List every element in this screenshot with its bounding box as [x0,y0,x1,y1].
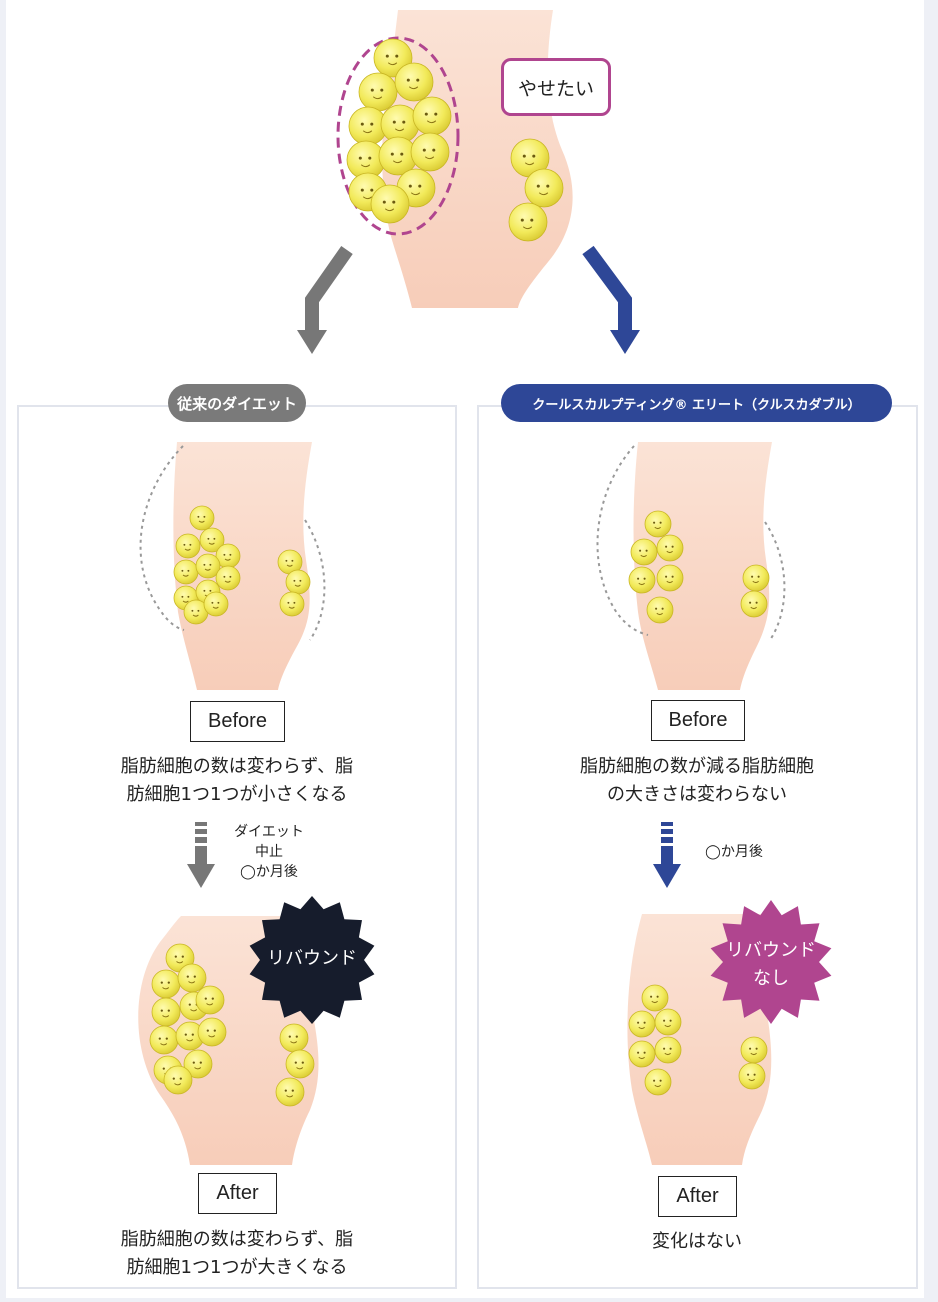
fat-cell [195,985,225,1015]
fat-cell [628,566,656,594]
no-rebound-text: リバウンド なし [726,940,816,989]
left-note: ダイエット 中止 ◯か月後 [234,824,304,880]
left-before-tag: Before [190,701,285,742]
right-before-caption: 脂肪細胞の数が減る脂肪細胞 の大きさは変わらない [580,756,814,805]
fat-cell [524,168,564,208]
fat-cell [203,591,229,617]
fat-cell [740,590,768,618]
fat-cell [630,538,658,566]
fat-cell [275,1077,305,1107]
right-after-label: After [676,1185,719,1207]
left-after-tag: After [198,1173,277,1214]
fat-cell [656,534,684,562]
coolsculpting-pill: クールスカルプティング® エリート（クルスカダブル） [501,384,892,422]
want-to-slim-text: やせたい [517,77,594,100]
left-before-label: Before [208,710,267,732]
fat-cell [738,1062,766,1090]
fat-cell [644,510,672,538]
fat-cell [163,1065,193,1095]
fat-cell [410,132,450,172]
fat-cell [279,591,305,617]
fat-cell [370,184,410,224]
fat-cell [380,104,420,144]
fat-cell [644,1068,672,1096]
right-note: ◯か月後 [705,844,763,860]
right-after-tag: After [658,1176,737,1217]
fat-cell [646,596,674,624]
fat-cell [195,553,221,579]
left-after-caption: 脂肪細胞の数は変わらず、脂 肪細胞1つ1つが大きくなる [120,1229,354,1278]
fat-cell [654,1008,682,1036]
fat-cell [197,1017,227,1047]
left-before-caption: 脂肪細胞の数は変わらず、脂 肪細胞1つ1つが小さくなる [120,756,354,805]
fat-cell [508,202,548,242]
conventional-diet-pill: 従来のダイエット [168,384,306,422]
right-before-label: Before [668,709,728,731]
fat-cell [742,564,770,592]
fat-cell [183,1049,213,1079]
fat-cell [628,1040,656,1068]
fat-cell [654,1036,682,1064]
fat-cell [279,1023,309,1053]
left-after-label: After [216,1182,259,1204]
fat-cell [656,564,684,592]
coolsculpting-label: クールスカルプティング® エリート（クルスカダブル） [532,397,861,413]
fat-cell [151,969,181,999]
fat-cell [641,984,669,1012]
fat-cell [199,527,225,553]
fat-cell [189,505,215,531]
fat-cell [215,565,241,591]
want-to-slim-bubble: やせたい [501,58,611,116]
fat-cell [175,533,201,559]
fat-cell [394,62,434,102]
right-after-caption: 変化はない [652,1231,742,1252]
rebound-text: リバウンド [267,948,357,969]
conventional-diet-label: 従来のダイエット [177,394,297,413]
right-before-tag: Before [651,700,745,741]
fat-cell [285,1049,315,1079]
